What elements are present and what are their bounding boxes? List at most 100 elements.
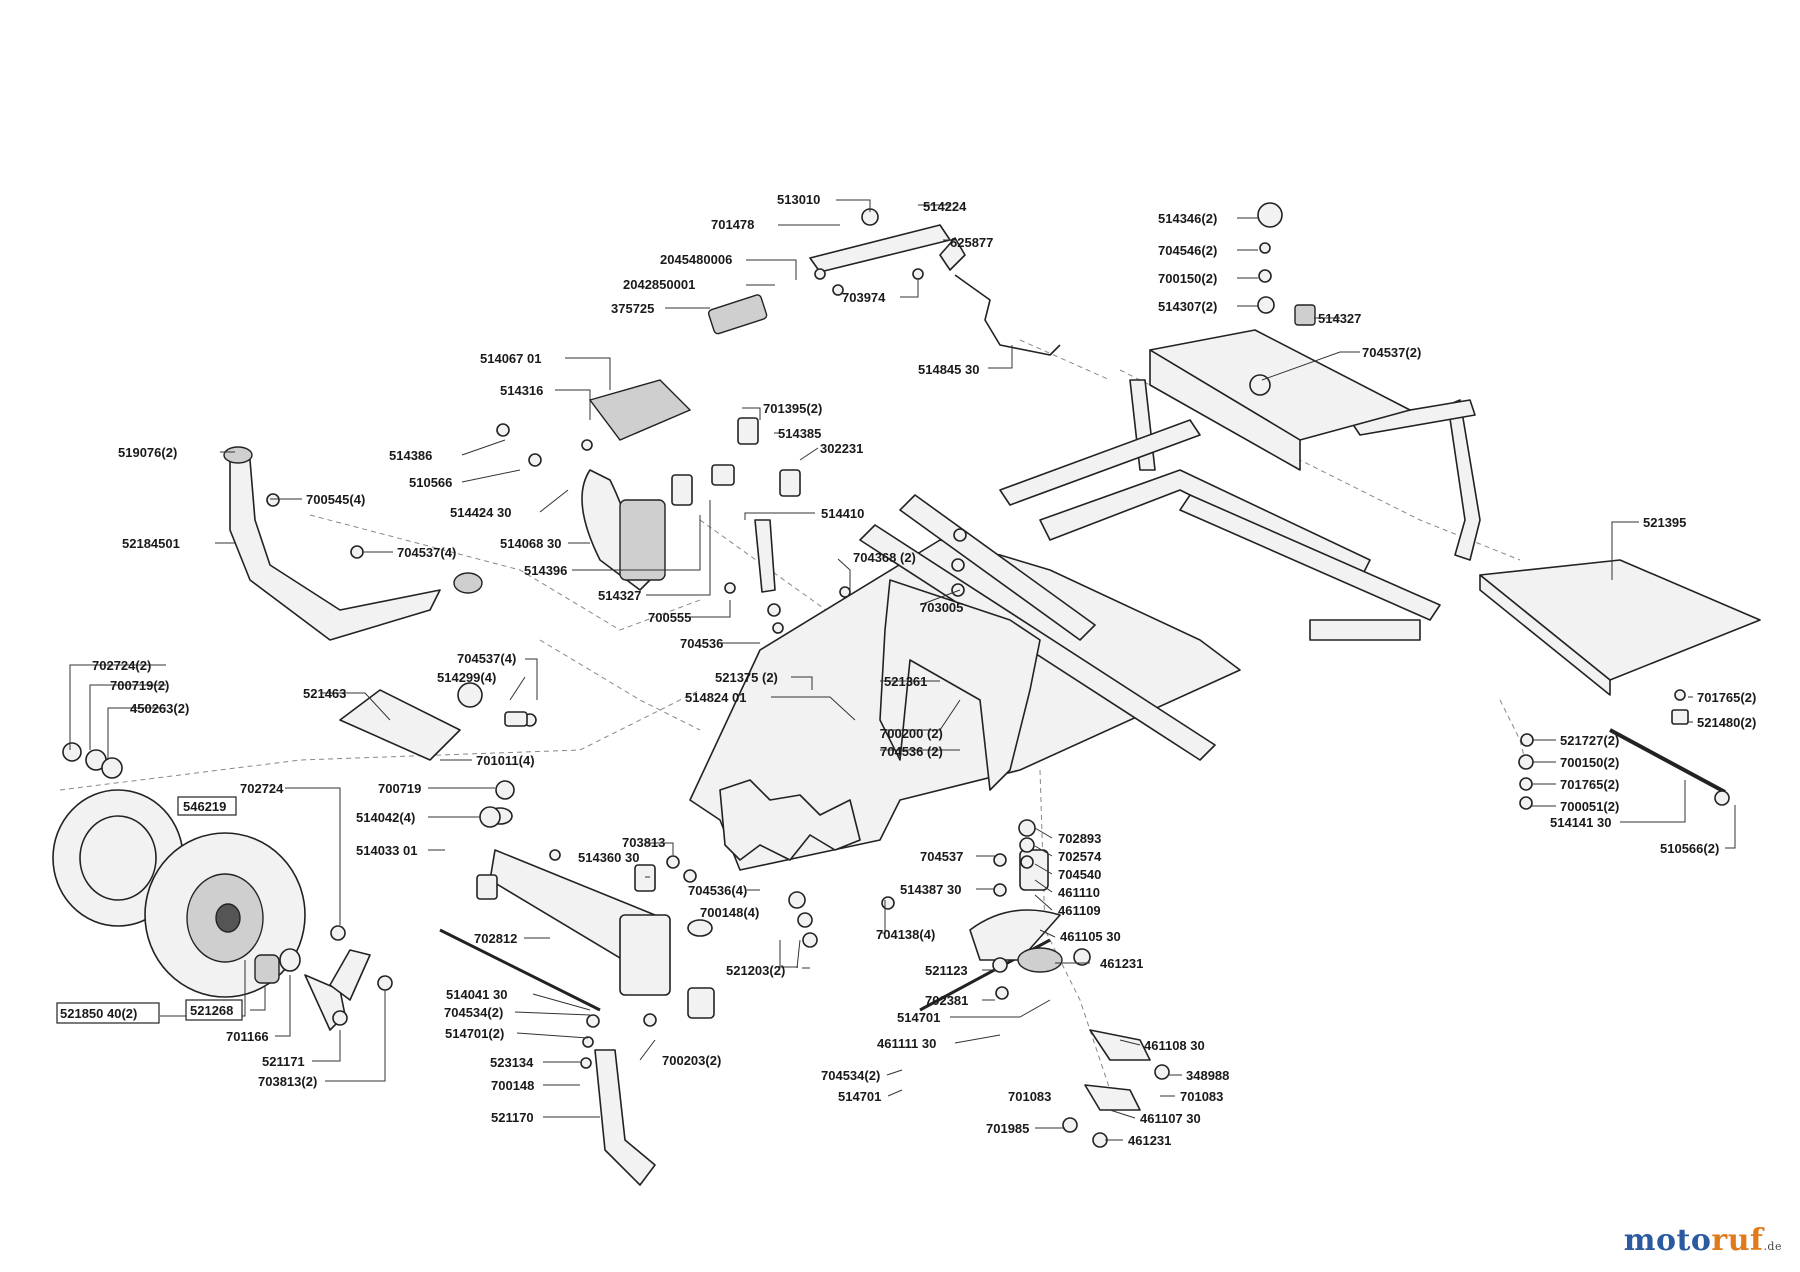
part-label: 461108 30: [1144, 1038, 1205, 1053]
part-label: 510566(2): [1660, 841, 1719, 856]
part-label: 450263(2): [130, 701, 189, 716]
part-label: 700203(2): [662, 1053, 721, 1068]
leader-lines: [69, 199, 1736, 1141]
part-label: 704537(4): [457, 651, 516, 666]
part-label: 625877: [950, 235, 993, 250]
part-label: 521480(2): [1697, 715, 1756, 730]
brand-suffix: .de: [1763, 1240, 1782, 1253]
part-label: 514141 30: [1550, 815, 1611, 830]
part-label: 521170: [491, 1110, 534, 1125]
part-label: 700148(4): [700, 905, 759, 920]
part-label: 521203(2): [726, 963, 785, 978]
part-label: 521375 (2): [715, 670, 778, 685]
part-label: 514316: [500, 383, 543, 398]
part-label: 702381: [925, 993, 968, 1008]
part-label: 514068 30: [500, 536, 561, 551]
part-label: 461105 30: [1060, 929, 1121, 944]
component-parts: [52, 202, 1730, 1186]
part-label: 702724(2): [92, 658, 151, 673]
part-label: 461231: [1100, 956, 1143, 971]
boxed-label-521268: [185, 999, 243, 1021]
part-label: 700148: [491, 1078, 534, 1093]
boxed-label-546219: [177, 796, 237, 816]
part-label: 514701: [897, 1010, 940, 1025]
part-label: 514224: [923, 199, 967, 214]
part-label: 348988: [1186, 1068, 1229, 1083]
part-label: 514299(4): [437, 670, 496, 685]
part-label: 701765(2): [1560, 777, 1619, 792]
part-label: 523134: [490, 1055, 534, 1070]
part-label: 514385: [778, 426, 821, 441]
part-label: 703974: [842, 290, 886, 305]
part-label: 701083: [1180, 1089, 1223, 1104]
part-label: 510566: [409, 475, 452, 490]
part-label: 514387 30: [900, 882, 961, 897]
part-label: 700545(4): [306, 492, 365, 507]
part-label: 514386: [389, 448, 432, 463]
part-label: 521463: [303, 686, 346, 701]
part-label: 701478: [711, 217, 754, 232]
part-label: 702574: [1058, 849, 1102, 864]
part-label: 700150(2): [1560, 755, 1619, 770]
part-label: 703813: [622, 835, 665, 850]
part-label: 514346(2): [1158, 211, 1217, 226]
part-label: 514360 30: [578, 850, 639, 865]
part-label: 704540: [1058, 867, 1101, 882]
part-label: 700051(2): [1560, 799, 1619, 814]
part-label: 702893: [1058, 831, 1101, 846]
part-label: 514396: [524, 563, 567, 578]
part-label: 2045480006: [660, 252, 732, 267]
part-label: 521171: [262, 1054, 305, 1069]
part-label: 514701: [838, 1089, 881, 1104]
part-label: 703813(2): [258, 1074, 317, 1089]
part-label: 521361: [884, 674, 927, 689]
part-label: 514067 01: [480, 351, 541, 366]
part-label: 701083: [1008, 1089, 1051, 1104]
part-label: 521395: [1643, 515, 1686, 530]
part-label: 700719: [378, 781, 421, 796]
part-label: 701395(2): [763, 401, 822, 416]
part-labels: 513010 701478 514224 625877 2045480006 2…: [60, 192, 1756, 1148]
part-label: 514424 30: [450, 505, 511, 520]
part-label: 514701(2): [445, 1026, 504, 1041]
part-label: 514307(2): [1158, 299, 1217, 314]
part-label: 701985: [986, 1121, 1029, 1136]
part-label: 704537(2): [1362, 345, 1421, 360]
part-label: 521727(2): [1560, 733, 1619, 748]
part-label: 702724: [240, 781, 284, 796]
part-label: 461109: [1058, 903, 1101, 918]
part-label: 514824 01: [685, 690, 746, 705]
part-label: 700200 (2): [880, 726, 943, 741]
part-label: 461231: [1128, 1133, 1171, 1148]
part-label: 514033 01: [356, 843, 417, 858]
part-label: 702812: [474, 931, 517, 946]
part-label: 704537: [920, 849, 963, 864]
part-label: 461110: [1058, 885, 1100, 900]
part-label: 514845 30: [918, 362, 979, 377]
part-label: 704536 (2): [880, 744, 943, 759]
part-label: 704534(2): [821, 1068, 880, 1083]
boxed-label-521850: [56, 1002, 160, 1024]
part-label: 519076(2): [118, 445, 177, 460]
part-label: 700555: [648, 610, 691, 625]
part-label: 521850 40(2): [60, 1006, 137, 1021]
part-label: 521123: [925, 963, 968, 978]
part-label: 703005: [920, 600, 963, 615]
part-label: 704537(4): [397, 545, 456, 560]
part-label: 461107 30: [1140, 1111, 1201, 1126]
part-label: 514042(4): [356, 810, 415, 825]
part-label: 701011(4): [476, 753, 535, 768]
part-label: 701166: [226, 1029, 269, 1044]
part-label: 521268: [190, 1003, 233, 1018]
part-label: 700719(2): [110, 678, 169, 693]
brand-logo: motoruf.de: [1624, 1223, 1782, 1258]
part-label: 52184501: [122, 536, 180, 551]
part-label: 514327: [1318, 311, 1361, 326]
part-label: 701765(2): [1697, 690, 1756, 705]
part-label: 514041 30: [446, 987, 507, 1002]
part-label: 461111 30: [877, 1036, 936, 1051]
part-label: 704536: [680, 636, 723, 651]
part-label: 375725: [611, 301, 654, 316]
part-label: 704534(2): [444, 1005, 503, 1020]
